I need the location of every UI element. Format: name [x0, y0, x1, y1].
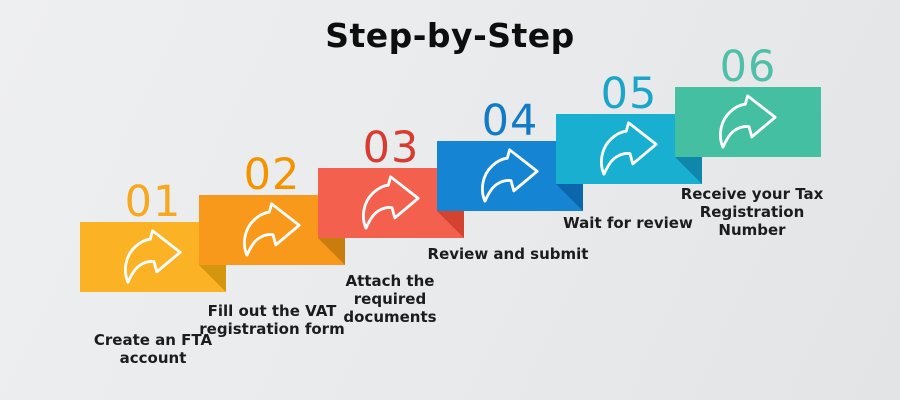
curved-arrow-icon [362, 175, 420, 230]
curved-arrow-icon [600, 121, 658, 176]
step-01-number: 01 [124, 177, 182, 227]
step-05-number: 05 [600, 69, 658, 119]
step-03-label: Attach the required documents [343, 272, 437, 326]
step-06-box [675, 87, 821, 157]
curved-arrow-icon [719, 94, 777, 149]
curved-arrow-icon [481, 148, 539, 203]
step-04-number: 04 [481, 96, 539, 146]
step-04-label: Review and submit [427, 245, 589, 263]
curved-arrow-icon [124, 229, 182, 284]
step-05-label: Wait for review [563, 214, 693, 232]
step-06-number: 06 [719, 42, 777, 92]
step-06-label: Receive your Tax Registration Number [680, 185, 824, 239]
page-title: Step-by-Step [325, 16, 575, 55]
curved-arrow-icon [243, 202, 301, 257]
step-02-number: 02 [243, 150, 301, 200]
step-03-number: 03 [362, 123, 420, 173]
step-02-label: Fill out the VAT registration form [199, 302, 345, 338]
step-01-label: Create an FTA account [93, 331, 213, 367]
